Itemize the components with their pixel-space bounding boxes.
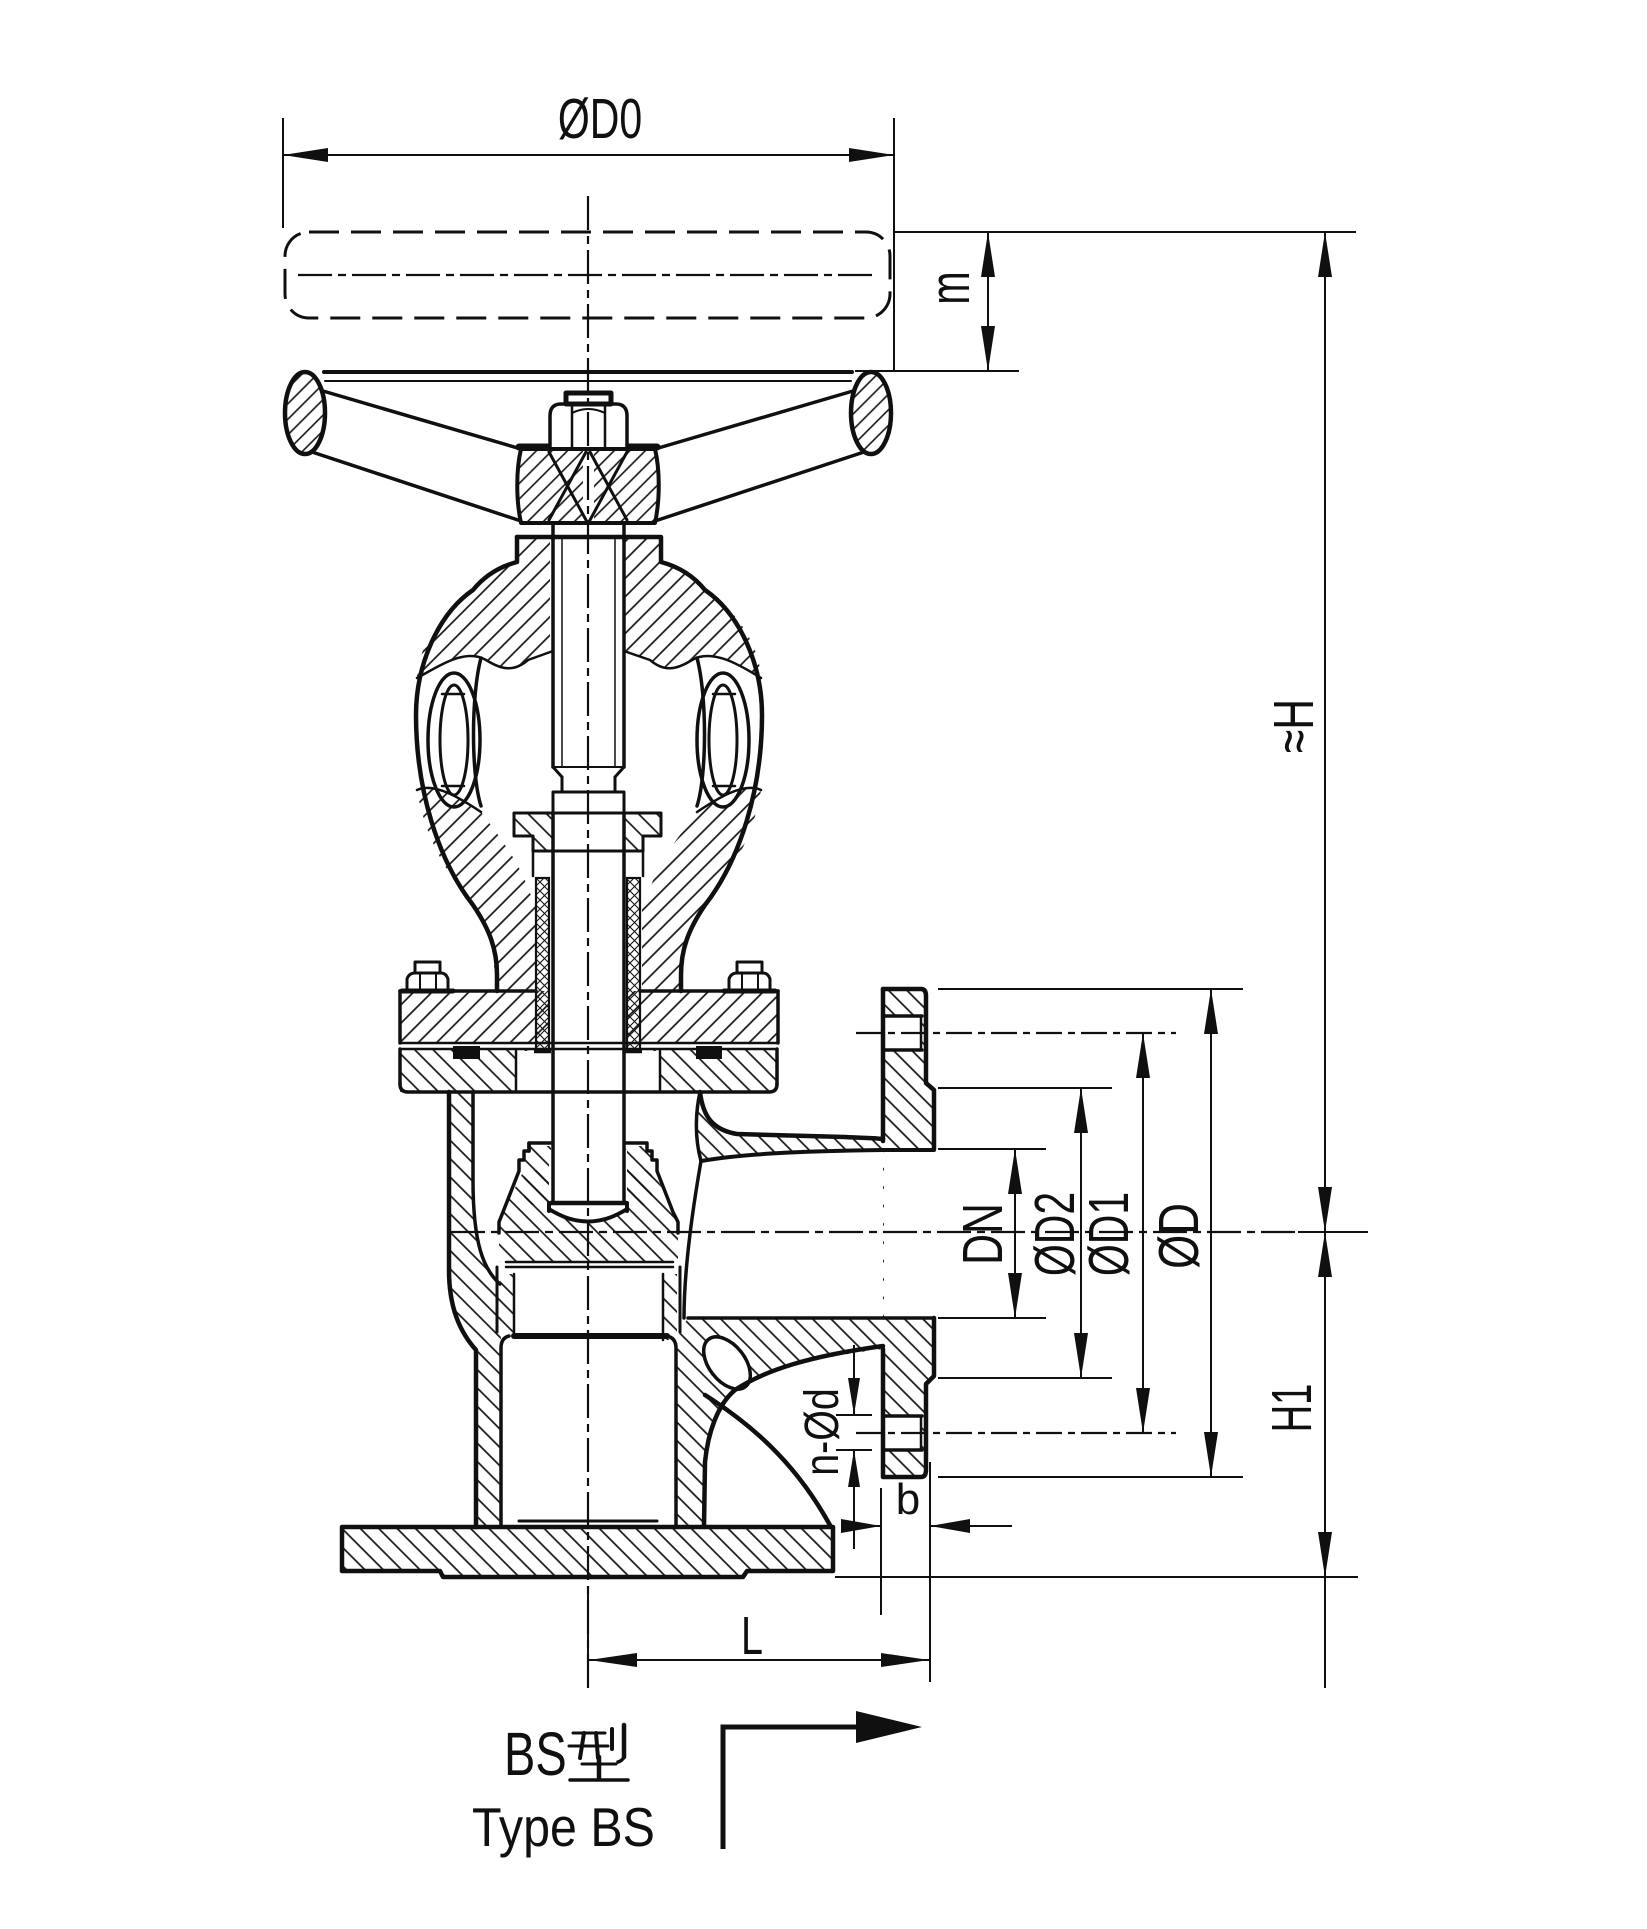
svg-text:ØD0: ØD0 (558, 86, 642, 150)
svg-text:n-Ød: n-Ød (795, 1388, 849, 1475)
svg-text:DN: DN (950, 1203, 1014, 1265)
svg-text:ØD1: ØD1 (1076, 1192, 1140, 1276)
svg-text:b: b (896, 1475, 920, 1524)
svg-text:ØD2: ØD2 (1022, 1192, 1086, 1276)
svg-text:Type BS: Type BS (472, 1796, 655, 1858)
svg-text:BS: BS (504, 1720, 567, 1788)
svg-text:m: m (918, 271, 982, 304)
svg-text:H1: H1 (1260, 1384, 1323, 1433)
svg-text:L: L (741, 1606, 763, 1667)
svg-text:≈H: ≈H (1261, 699, 1325, 753)
svg-text:ØD: ØD (1146, 1203, 1210, 1269)
